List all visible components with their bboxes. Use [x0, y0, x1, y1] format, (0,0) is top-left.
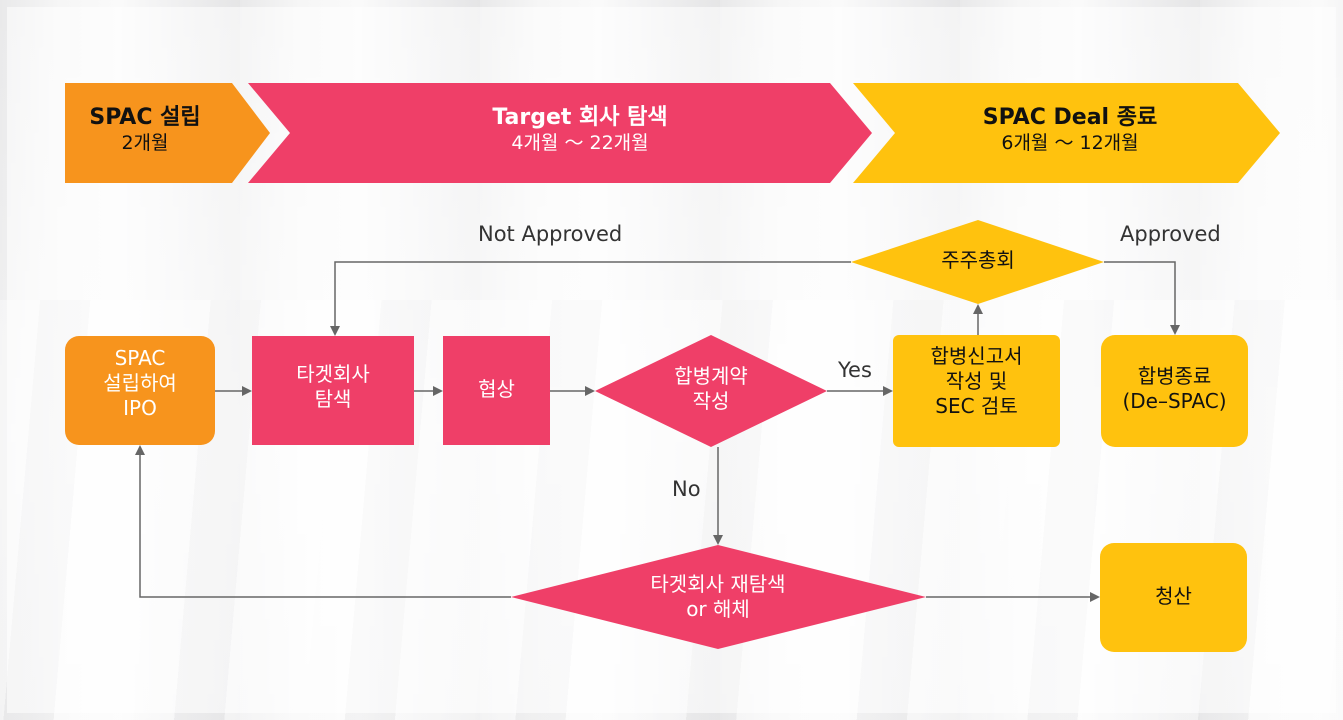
node-merger-contract-diamond: [595, 335, 827, 447]
node-target-search-label: 타겟회사 탐색: [252, 362, 414, 412]
node-negotiation-label: 협상: [443, 377, 550, 402]
node-merger-complete-box: [1101, 335, 1248, 447]
node-target-search-box: [252, 336, 414, 445]
node-research-label: 타겟회사 재탐색 or 해체: [618, 572, 818, 622]
node-shareholders-diamond: [851, 220, 1104, 304]
phase-setup-title: SPAC 설립: [89, 105, 201, 130]
edge-label-not-approved: Not Approved: [478, 222, 623, 246]
node-ipo-line1: SPAC: [114, 346, 166, 370]
edge-label-approved: Approved: [1120, 222, 1221, 246]
phase-search-title: Target 회사 탐색: [492, 105, 668, 130]
node-merger-complete-line1: 합병종료: [1137, 364, 1212, 388]
node-liquidation-box: [1100, 543, 1247, 652]
phase-close-label: SPAC Deal 종료 6개월 ～ 12개월: [900, 104, 1240, 155]
phase-chevron-setup: [65, 83, 270, 183]
node-shareholders-line1: 주주총회: [941, 248, 1015, 272]
node-filing-line3: SEC 검토: [935, 394, 1018, 418]
phase-close-duration: 6개월 ～ 12개월: [1001, 131, 1139, 154]
node-filing-line2: 작성 및: [945, 369, 1008, 393]
node-merger-contract-line2: 작성: [692, 389, 730, 413]
node-negotiation-box: [443, 336, 550, 445]
node-merger-contract-line1: 합병계약: [674, 364, 748, 388]
arrow-not-approved: [330, 261, 851, 336]
node-filing-label: 합병신고서 작성 및 SEC 검토: [893, 344, 1060, 419]
phase-close-title: SPAC Deal 종료: [982, 105, 1158, 130]
arrow-approved: [1104, 261, 1180, 335]
node-merger-contract-label: 합병계약 작성: [631, 364, 791, 414]
node-negotiation-line1: 협상: [478, 377, 515, 401]
phase-search-duration: 4개월 ～ 22개월: [511, 131, 649, 154]
node-liquidation-label: 청산: [1100, 584, 1247, 609]
node-filing-line1: 합병신고서: [930, 344, 1023, 368]
phase-chevron-search: [248, 83, 872, 183]
node-research-diamond: [511, 545, 926, 649]
arrow-research-to-ipo: [135, 445, 511, 598]
node-research-line1: 타겟회사 재탐색: [650, 572, 786, 596]
node-target-search-line1: 타겟회사: [296, 362, 370, 386]
phase-setup-duration: 2개월: [121, 131, 169, 154]
phase-chevron-close: [853, 83, 1280, 183]
node-ipo-box: [65, 336, 215, 445]
node-merger-complete-line2: (De–SPAC): [1122, 389, 1227, 413]
node-shareholders-label: 주주총회: [898, 248, 1058, 273]
phase-search-label: Target 회사 탐색 4개월 ～ 22개월: [380, 104, 780, 155]
node-filing-box: [893, 335, 1060, 447]
node-ipo-line3: IPO: [123, 396, 157, 420]
node-liquidation-line1: 청산: [1155, 584, 1192, 608]
node-research-line2: or 해체: [686, 597, 750, 621]
node-merger-complete-label: 합병종료 (De–SPAC): [1101, 364, 1248, 414]
node-target-search-line2: 탐색: [314, 387, 352, 411]
phase-setup-label: SPAC 설립 2개월: [65, 104, 225, 155]
node-ipo-line2: 설립하여: [103, 371, 177, 395]
node-ipo-label: SPAC 설립하여 IPO: [65, 346, 215, 421]
edge-label-no: No: [672, 477, 701, 501]
edge-label-yes: Yes: [838, 358, 872, 382]
